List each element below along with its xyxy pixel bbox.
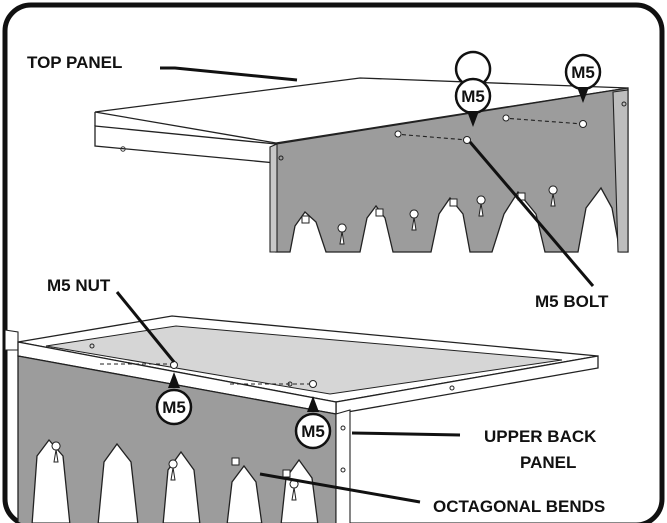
upper-back-panel-label-line2: PANEL [520, 453, 576, 472]
bottom-back-panel-right-flange [335, 409, 351, 523]
m5-nut-leader [115, 291, 176, 363]
m5-bolt-label: M5 BOLT [535, 292, 609, 311]
top-panel-leader [160, 66, 298, 82]
m5-badge-bottom-left-text: M5 [162, 398, 186, 417]
top-assembly-illustration [94, 77, 629, 253]
bottom-assembly-illustration [5, 315, 599, 523]
octagonal-bends-leader [259, 472, 421, 504]
bottom-top-panel-inner [45, 325, 563, 395]
top-panel-label: TOP PANEL [27, 53, 122, 72]
leader-lines [115, 66, 595, 504]
back-panel-right-flange [612, 89, 629, 253]
m5-badge-bottom-left: M5 [155, 372, 193, 426]
m5-badge-top-right-text: M5 [571, 63, 595, 82]
m5-badge-top-left-text: M5 [461, 87, 485, 106]
back-panel-left-flange [269, 143, 278, 253]
upper-back-panel-bottom [17, 355, 337, 523]
m5-badge-bottom-right-text: M5 [301, 422, 325, 441]
m5-nut-label: M5 NUT [47, 276, 111, 295]
upper-back-panel-label-line1: UPPER BACK [484, 427, 597, 446]
m5-badge-top-left: M5 [454, 50, 492, 127]
m5-bolt-leader [468, 141, 595, 287]
m5-badge-top-right: M5 [564, 53, 602, 103]
upper-back-panel-leader [351, 431, 461, 437]
m5-badge-bottom-right: M5 [294, 396, 332, 450]
octagonal-bends-label: OCTAGONAL BENDS [433, 497, 605, 516]
